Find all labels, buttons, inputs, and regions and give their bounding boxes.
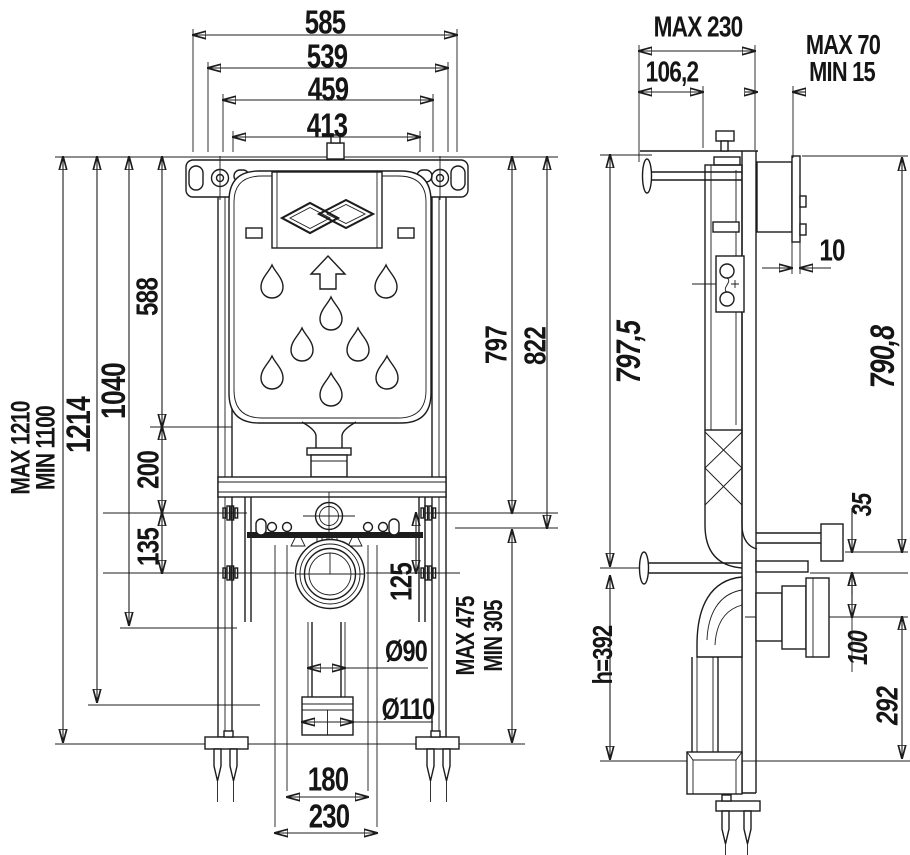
- dim-min305-label: MIN 305: [478, 600, 508, 672]
- anchor-feet: [204, 730, 460, 802]
- dim-459-label: 459: [307, 70, 349, 108]
- dim-min15-label: MIN 15: [809, 56, 875, 87]
- dim-585-label: 585: [304, 3, 346, 41]
- dim-125-label: 125: [383, 562, 419, 602]
- dim-dia110-label: Ø110: [381, 693, 436, 726]
- dim-1214-label: 1214: [60, 397, 98, 453]
- flush-plate-shaft: [756, 155, 807, 243]
- dim-292-label: 292: [869, 686, 905, 726]
- dim-539-label: 539: [306, 37, 348, 75]
- dim-h392-label: h=392: [587, 625, 618, 685]
- supply-thread: [820, 523, 844, 562]
- dim-106-2-label: 106,2: [645, 56, 699, 89]
- drain-pipe: [301, 622, 354, 736]
- dim-max70-label: MAX 70: [805, 29, 881, 60]
- side-anchor-foot: [715, 794, 761, 855]
- up-arrow-icon: [309, 254, 347, 290]
- front-dimension-lines: [63, 29, 547, 833]
- dim-230-label: 230: [308, 797, 350, 835]
- side-view: [600, 45, 910, 855]
- dim-797-label: 797: [478, 325, 514, 365]
- top-tab: [326, 142, 345, 160]
- dim-max230-label: MAX 230: [653, 11, 744, 44]
- wall-anchor-rod-top: [650, 171, 742, 181]
- dual-flush-logo-icon: [279, 198, 376, 235]
- flush-pipe: [301, 421, 357, 478]
- dim-max475-label: MAX 475: [450, 596, 480, 676]
- dim-413-label: 413: [306, 106, 348, 144]
- outlet-socket: [696, 576, 830, 658]
- dim-180-label: 180: [307, 760, 349, 798]
- dim-200-label: 200: [130, 450, 166, 490]
- side-frame: [640, 130, 758, 794]
- drain-flange: [294, 538, 366, 610]
- water-supply-connection: [756, 523, 844, 562]
- dim-797-5-label: 797,5: [610, 320, 648, 384]
- mounting-bar: [247, 532, 423, 538]
- bracket-slot-right: [450, 165, 466, 191]
- dim-135-label: 135: [130, 527, 166, 567]
- flush-bend-pipe: [704, 430, 758, 569]
- dim-1040-label: 1040: [95, 363, 133, 419]
- flush-plate: [791, 155, 801, 243]
- dim-822-label: 822: [517, 326, 553, 366]
- top-bolt: [715, 130, 735, 142]
- dim-100-label: 100: [842, 630, 873, 666]
- bracket-slot-left: [188, 165, 204, 191]
- side-dimension-lines: [610, 45, 902, 759]
- dim-10-label: 10: [819, 232, 845, 268]
- dim-588-label: 588: [129, 277, 165, 317]
- side-drain-pipe: [686, 657, 743, 795]
- dim-790-8-label: 790,8: [864, 325, 902, 389]
- middle-rail: [217, 476, 447, 498]
- dim-dia90-label: Ø90: [385, 635, 428, 668]
- dim-min1100-label: MIN 1100: [30, 406, 61, 490]
- dim-35-label: 35: [846, 493, 877, 517]
- front-view: [55, 29, 558, 833]
- lower-bracket-assembly: [244, 492, 426, 622]
- wall-anchor-rod-mid: [638, 551, 809, 585]
- side-reference-lines: [600, 154, 910, 762]
